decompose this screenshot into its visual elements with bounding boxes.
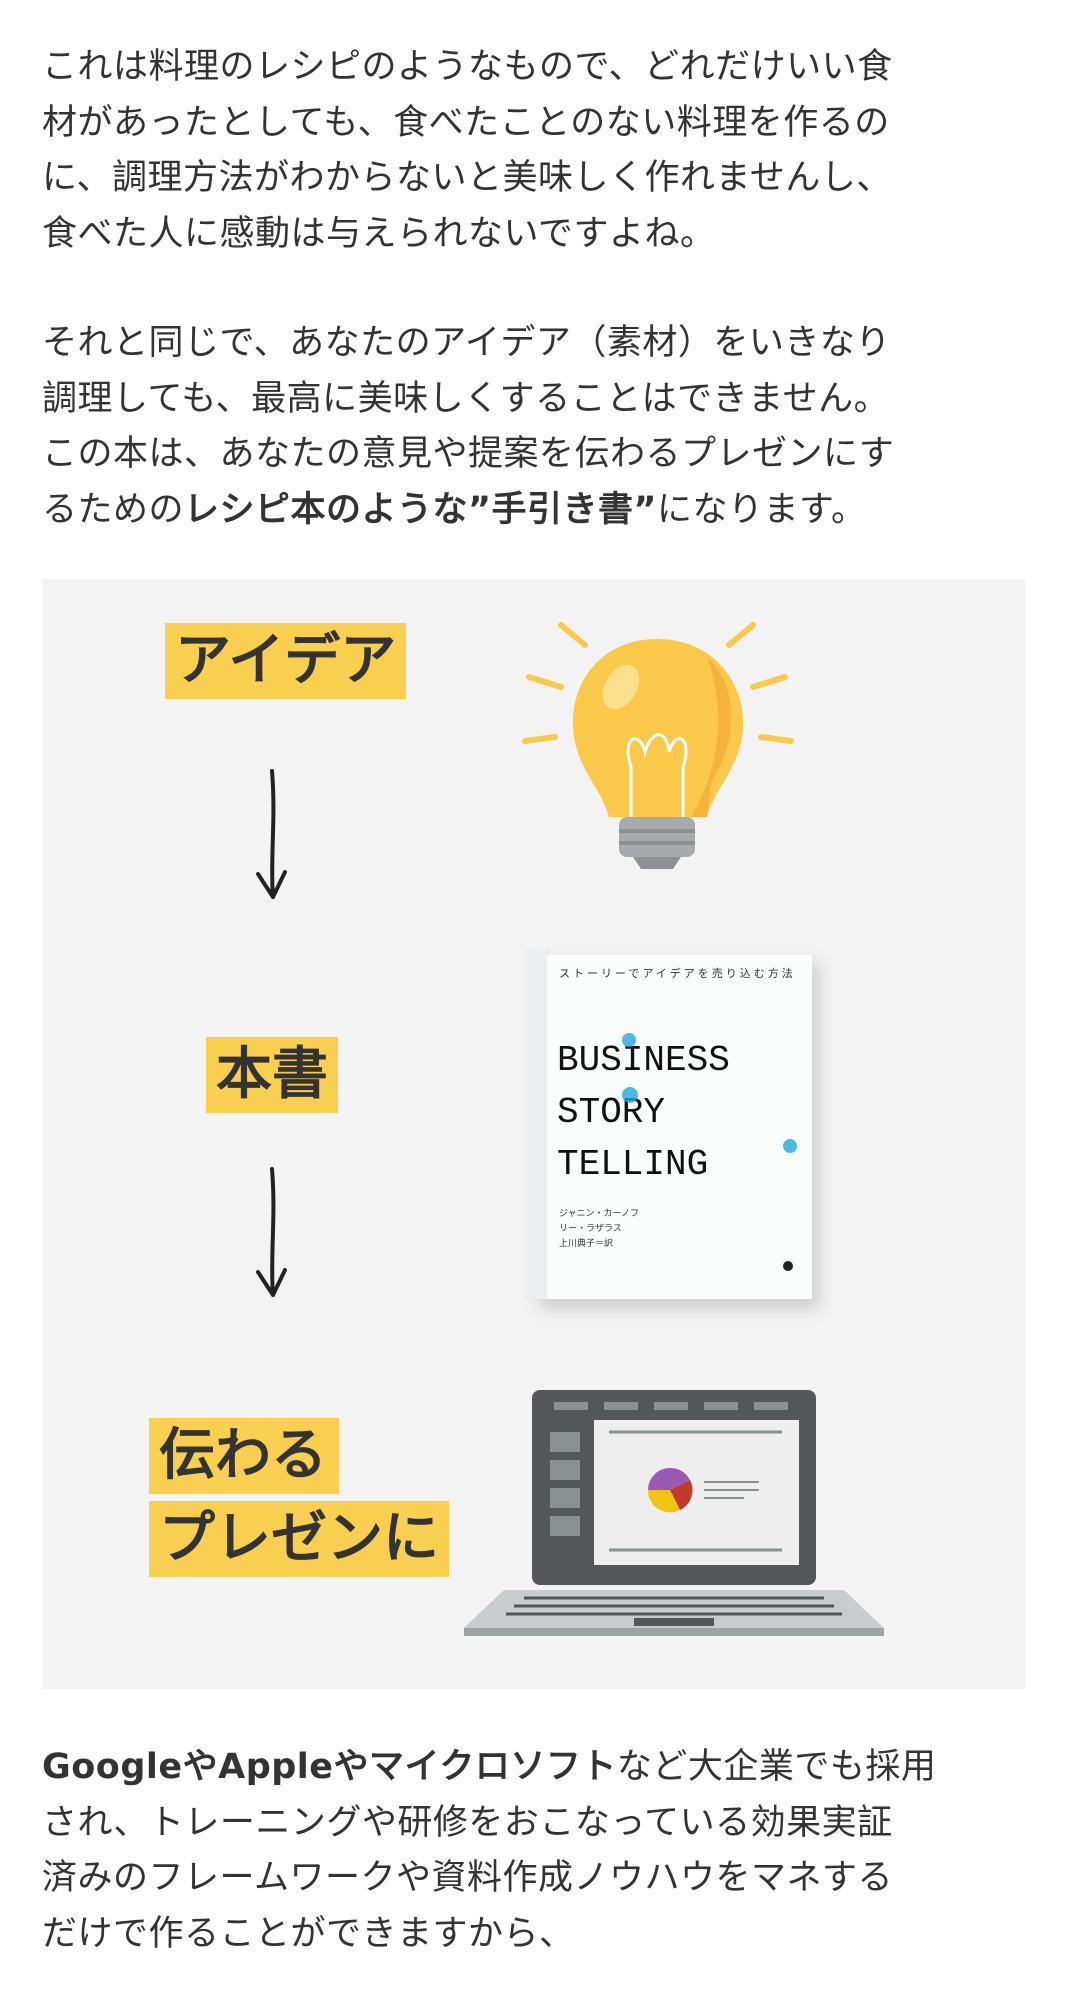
book-spine <box>525 949 548 1299</box>
arrow-down-icon <box>256 1167 287 1297</box>
text-line: 済みのフレームワークや資料作成ノウハウをマネする <box>42 1858 893 1898</box>
text-emphasis: GoogleやAppleやマイクロソフト <box>42 1747 617 1787</box>
book-front: ストーリーでアイデアを売り込む方法 BUSINESS STORY TELLING… <box>547 955 812 1299</box>
text-line: に、調理方法がわからないと美味しく作れませんし、 <box>42 158 892 198</box>
label-this-book: 本書 <box>206 1037 338 1113</box>
book-cover-image: ストーリーでアイデアを売り込む方法 BUSINESS STORY TELLING… <box>525 949 825 1309</box>
book-title: BUSINESS STORY TELLING <box>557 1035 730 1191</box>
label-idea: アイデア <box>165 623 407 699</box>
paragraph-book-description: それと同じで、あなたのアイデア（素材）をいきなり 調理しても、最高に美味しくする… <box>42 316 1042 538</box>
text-line: GoogleやAppleやマイクロソフトなど大企業でも採用 <box>42 1740 1042 1796</box>
book-title-line: TELLING <box>557 1144 709 1185</box>
book-accent-dot <box>622 1033 636 1047</box>
book-author: リー・ラザラス <box>559 1224 622 1234</box>
text-emphasis: レシピ本のような”手引き書” <box>184 489 658 530</box>
text-line: 食べた人に感動は与えられないですよね。 <box>42 213 716 254</box>
text-plain: など大企業でも採用 <box>616 1747 937 1787</box>
illustration-panel: アイデア 本書 ストーリーでアイデアを売り込む方法 BUSINESS STORY… <box>42 579 1025 1689</box>
laptop-presentation-icon <box>464 1390 884 1636</box>
text-plain: になります。 <box>657 489 867 530</box>
text-line: され、トレーニングや研修をおこなっている効果実証 <box>42 1802 893 1843</box>
text-line: それと同じで、あなたのアイデア（素材）をいきなり <box>42 323 891 363</box>
paragraph-recipe-analogy: これは料理のレシピのようなもので、どれだけいい食 材があったとしても、食べたこと… <box>42 40 1042 262</box>
book-author: 上川典子＝訳 <box>559 1239 614 1249</box>
publisher-logo-icon <box>783 1261 793 1271</box>
text-line: るためのレシピ本のような”手引き書”になります。 <box>42 483 1042 539</box>
arrow-down-icon <box>256 769 287 899</box>
paragraph-proven-methods: GoogleやAppleやマイクロソフトなど大企業でも採用 され、トレーニングや… <box>42 1740 1042 1962</box>
book-subtitle: ストーリーでアイデアを売り込む方法 <box>559 967 796 980</box>
lightbulb-icon <box>522 622 794 869</box>
book-accent-dot <box>783 1139 797 1153</box>
text-line: 材があったとしても、食べたことのない料理を作るの <box>42 102 890 143</box>
label-convey-line1: 伝わる <box>149 1418 339 1494</box>
book-authors: ジャニン・カーノフ リー・ラザラス 上川典子＝訳 <box>559 1207 639 1252</box>
text-plain: るための <box>42 489 185 530</box>
text-line: この本は、あなたの意見や提案を伝わるプレゼンにす <box>42 434 895 474</box>
book-title-line: BUSINESS <box>557 1040 730 1081</box>
book-accent-dot <box>622 1087 638 1103</box>
label-convey-line2: プレゼンに <box>149 1501 449 1577</box>
book-title-line: STORY <box>557 1092 666 1133</box>
text-line: だけで作ることができますから、 <box>42 1913 575 1954</box>
text-line: 調理しても、最高に美味しくすることはできません。 <box>42 378 890 419</box>
text-line: これは料理のレシピのようなもので、どれだけいい食 <box>42 47 893 87</box>
book-author: ジャニン・カーノフ <box>559 1209 640 1219</box>
